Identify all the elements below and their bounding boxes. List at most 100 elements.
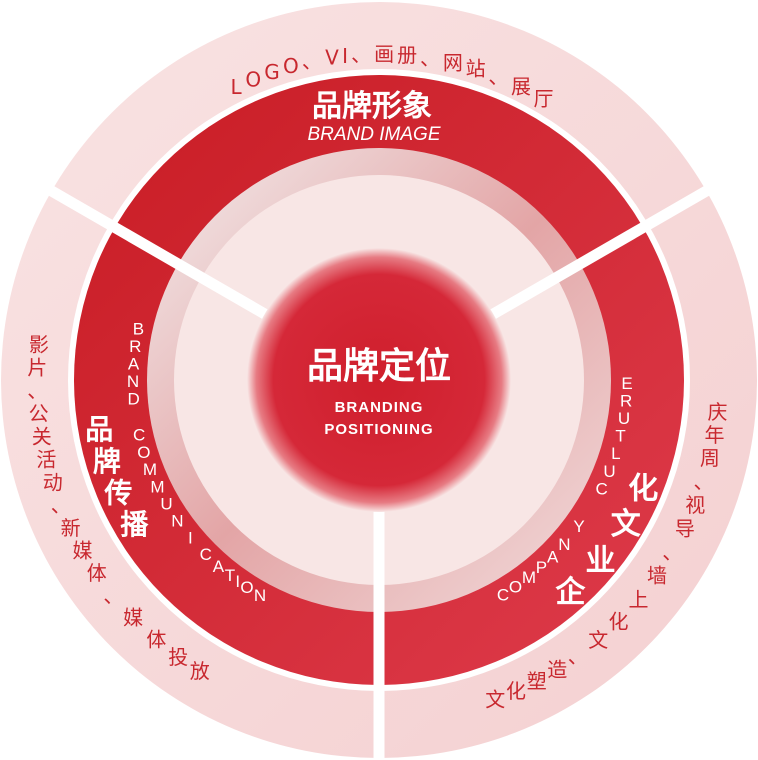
brand-image-subtitle: BRAND IMAGE xyxy=(307,124,440,145)
arc-char: A xyxy=(213,557,225,576)
arc-char: G xyxy=(264,60,280,84)
arc-char: C xyxy=(133,426,145,445)
arc-char: 视 xyxy=(685,493,705,517)
arc-char: 投 xyxy=(168,645,188,669)
arc-char: U xyxy=(160,495,172,514)
arc-char: 、 xyxy=(568,644,588,668)
arc-char: 媒 xyxy=(73,539,93,563)
arc-char: 网 xyxy=(443,51,463,75)
arc-char: 展 xyxy=(511,75,531,99)
center-title: 品牌定位 xyxy=(307,346,451,387)
arc-char: 站 xyxy=(466,57,486,81)
segment-gap-2 xyxy=(480,182,716,325)
arc-char: 关 xyxy=(32,425,52,449)
arc-char: 、 xyxy=(27,379,47,403)
arc-char: P xyxy=(536,558,547,577)
arc-char: 、 xyxy=(51,493,71,517)
brand-image-title: 品牌形象 xyxy=(312,89,432,124)
center-circle xyxy=(247,248,511,512)
arc-char: N xyxy=(558,535,570,554)
arc-char: 化 xyxy=(628,472,658,507)
arc-char: I xyxy=(235,572,240,591)
arc-char: M xyxy=(143,460,157,479)
arc-char: 化 xyxy=(609,609,629,633)
arc-char: C xyxy=(596,480,608,499)
arc-char: 、 xyxy=(694,470,714,494)
arc-char: 传 xyxy=(103,477,132,510)
arc-char: V xyxy=(325,45,339,69)
arc-char: R xyxy=(129,337,141,356)
arc-char: L xyxy=(611,444,620,463)
center-subtitle-1: BRANDING xyxy=(335,399,424,416)
arc-char: 影 xyxy=(29,332,49,356)
arc-char: 上 xyxy=(629,588,649,612)
arc-char: 册 xyxy=(397,43,417,67)
arc-char: 化 xyxy=(506,679,526,703)
arc-char: 文 xyxy=(588,628,608,652)
arc-char: O xyxy=(240,578,253,597)
segment-gaps xyxy=(42,182,716,760)
arc-char: T xyxy=(225,566,235,585)
arc-char: 厅 xyxy=(534,87,554,111)
arc-char: M xyxy=(150,477,164,496)
arc-char: 媒 xyxy=(123,606,143,630)
arc-char: Y xyxy=(573,517,584,536)
arc-char: N xyxy=(254,586,266,605)
arc-char: 品 xyxy=(85,413,113,446)
arc-char: A xyxy=(547,548,559,567)
arc-char: N xyxy=(171,512,183,531)
arc-char: 庆 xyxy=(708,400,728,424)
arc-char: C xyxy=(200,545,212,564)
arc-char: 墙 xyxy=(647,564,667,588)
arc-char: D xyxy=(128,390,140,409)
arc-char: O xyxy=(509,578,522,597)
arc-char: R xyxy=(620,391,632,410)
arc-char: 公 xyxy=(29,402,49,426)
arc-char: 体 xyxy=(87,561,107,585)
arc-char: 牌 xyxy=(93,445,121,478)
arc-char: 片 xyxy=(27,355,47,379)
arc-char: I xyxy=(342,44,348,68)
arc-char: 、 xyxy=(488,65,508,89)
arc-char: O xyxy=(283,54,299,78)
arc-char: M xyxy=(522,568,536,587)
arc-char: U xyxy=(618,409,630,428)
arc-char: N xyxy=(127,372,139,391)
arc-char: 、 xyxy=(420,46,440,70)
arc-char: A xyxy=(128,355,140,374)
arc-char: 文 xyxy=(485,688,505,712)
arc-char: 画 xyxy=(374,42,394,66)
center-subtitle-2: POSITIONING xyxy=(324,421,433,438)
arc-char: E xyxy=(621,374,632,393)
arc-char: U xyxy=(603,462,615,481)
arc-char: 塑 xyxy=(527,669,547,693)
arc-char: 动 xyxy=(43,470,63,494)
arc-char: 放 xyxy=(190,659,210,683)
arc-char: 造 xyxy=(547,658,567,682)
arc-char: 活 xyxy=(36,447,56,471)
arc-char: 年 xyxy=(705,423,725,447)
arc-char: 播 xyxy=(120,508,149,541)
arc-char: L xyxy=(231,75,243,99)
arc-char: 、 xyxy=(351,43,371,67)
arc-char: 业 xyxy=(586,543,616,578)
arc-char: 文 xyxy=(611,507,641,542)
arc-char: O xyxy=(137,443,150,462)
arc-char: 新 xyxy=(61,516,81,540)
arc-char: 导 xyxy=(675,516,695,540)
arc-char: C xyxy=(497,585,509,604)
arc-char: B xyxy=(133,319,144,338)
company-culture-items: 文化塑造、文化上墙、导视、周年庆 xyxy=(485,400,727,712)
arc-char: T xyxy=(615,427,625,446)
arc-char: 、 xyxy=(662,540,682,564)
arc-char: 企 xyxy=(555,575,586,610)
arc-char: 体 xyxy=(146,628,166,652)
